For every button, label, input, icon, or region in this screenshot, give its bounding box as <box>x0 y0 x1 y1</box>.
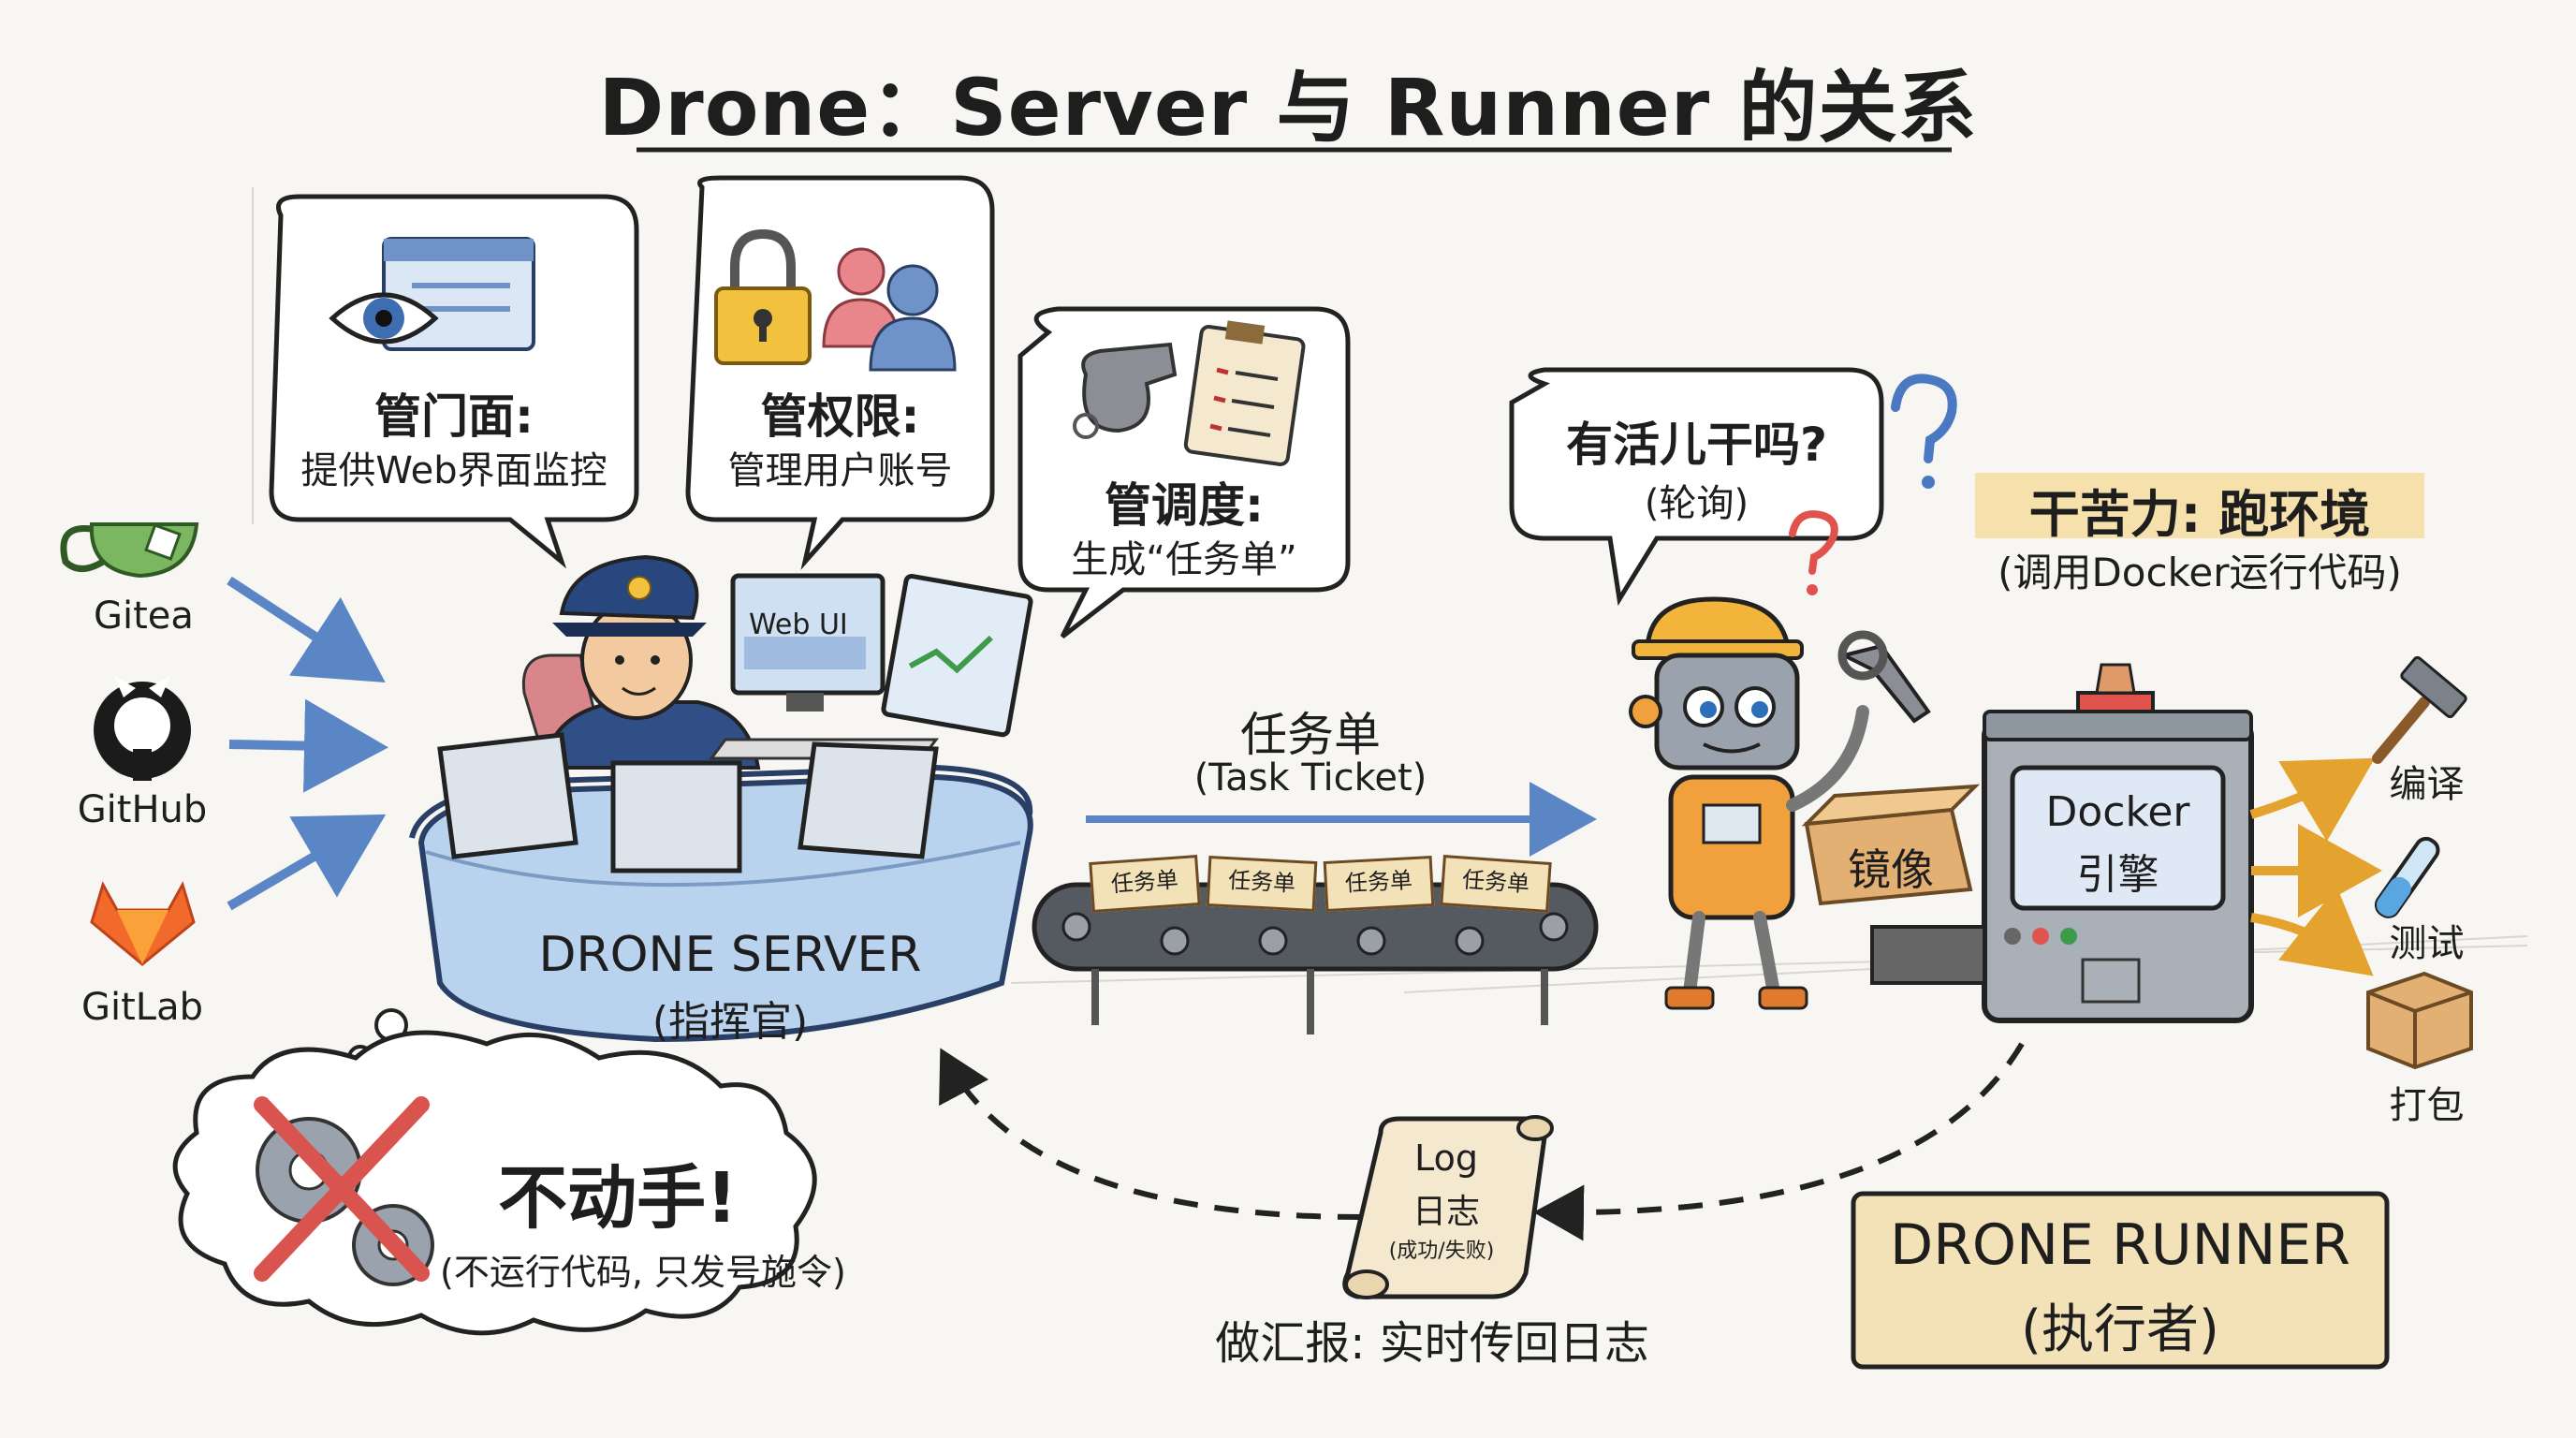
docker-label-1: Docker <box>2045 788 2190 836</box>
server-desk <box>409 732 1033 1043</box>
log-return-arrow-1 <box>1533 1042 2025 1241</box>
image-box-label: 镜像 <box>1848 844 1934 895</box>
runner-work-title: 干苦力: 跑环境 <box>2028 485 2371 544</box>
source-label-github: GitHub <box>77 788 208 831</box>
source-label-gitlab: GitLab <box>81 986 203 1029</box>
whistle-clipboard-icon <box>1073 320 1306 466</box>
image-box <box>1801 784 1981 906</box>
log-scroll-title: Log <box>1414 1137 1478 1179</box>
lock-users-icon <box>714 228 957 372</box>
output-label-compile: 编译 <box>2389 763 2465 806</box>
no-hands-title: 不动手! <box>498 1158 738 1239</box>
role-desc-scheduling: 生成“任务单” <box>1071 538 1297 581</box>
ticket: 任务单 <box>1440 855 1552 913</box>
log-scroll <box>1342 1115 1554 1299</box>
no-hands-cloud <box>172 1030 817 1336</box>
role-desc-frontend: 提供Web界面监控 <box>300 449 607 492</box>
eye-window-icon <box>329 237 535 351</box>
log-report: 做汇报: 实时传回日志 <box>1215 1317 1649 1370</box>
gears-cross-icon <box>254 1096 434 1286</box>
log-scroll-status: (成功/失败) <box>1388 1240 1495 1263</box>
role-title-frontend: 管门面: <box>374 389 534 444</box>
log-return-arrow-2 <box>939 1048 1363 1220</box>
docker-engine <box>1870 663 2254 1023</box>
runner-question: 有活儿干吗? <box>1565 418 1827 472</box>
gitea-icon <box>60 522 199 579</box>
hammer-icon <box>2372 655 2467 764</box>
diagram-title: Drone：Server 与 Runner 的关系 <box>598 62 1978 154</box>
server-name: DRONE SERVER <box>538 927 922 983</box>
source-label-gitea: Gitea <box>94 594 194 638</box>
github-icon <box>94 676 191 781</box>
no-hands-desc: (不运行代码, 只发号施令) <box>440 1252 846 1293</box>
server-role: (指挥官) <box>651 998 809 1046</box>
monitor-label: Web UI <box>749 609 848 641</box>
package-icon <box>2366 971 2473 1070</box>
work-highlight <box>1975 473 2424 538</box>
task-label-en: (Task Ticket) <box>1193 756 1427 800</box>
runner-work-desc: (调用Docker运行代码) <box>1998 550 2402 595</box>
ticket: 任务单 <box>1089 855 1201 913</box>
output-label-package: 打包 <box>2389 1084 2465 1127</box>
robot-worker <box>1629 596 1931 1010</box>
task-label: 任务单 <box>1240 708 1381 762</box>
docker-label-2: 引擎 <box>2076 851 2159 899</box>
role-title-permission: 管权限: <box>760 389 920 444</box>
output-label-test: 测试 <box>2389 922 2465 965</box>
gitlab-icon <box>90 881 196 966</box>
ticket: 任务单 <box>1323 856 1435 912</box>
test-tube-icon <box>2374 836 2440 918</box>
runner-question-sub: (轮询) <box>1644 482 1749 525</box>
runner-plate <box>1851 1191 2390 1370</box>
bubble-frontend <box>269 194 639 569</box>
runner-name: DRONE RUNNER <box>1890 1212 2350 1278</box>
question-mark-icons <box>1789 374 1957 595</box>
log-scroll-sub: 日志 <box>1412 1193 1480 1231</box>
server-officer <box>521 554 761 770</box>
role-title-scheduling: 管调度: <box>1105 478 1264 533</box>
ticket: 任务单 <box>1206 856 1318 912</box>
bubble-runner-question <box>1509 367 1884 607</box>
server-monitors <box>709 573 1033 760</box>
role-desc-permission: 管理用户账号 <box>727 449 953 492</box>
runner-role: (执行者) <box>2021 1299 2219 1360</box>
